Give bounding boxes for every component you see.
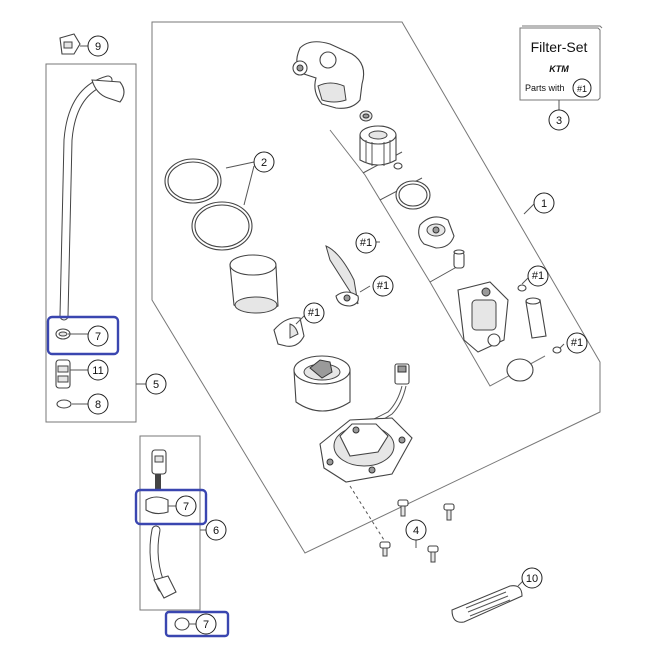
- bracket-ring: [273, 317, 305, 347]
- svg-text:5: 5: [153, 379, 159, 391]
- fuel-hose: [59, 75, 125, 321]
- pump-housing: [293, 355, 351, 412]
- pump-flange: [319, 417, 413, 483]
- hose-clamp-bottom: [174, 617, 190, 631]
- warning-sticker: [451, 585, 523, 623]
- hose-o-ring: [56, 399, 72, 409]
- screen-filter: [325, 245, 359, 305]
- svg-text:10: 10: [526, 573, 538, 585]
- o-ring-tiny-1: [517, 284, 527, 292]
- hose-clamp-lower: [145, 496, 169, 515]
- callout-ref-1-a: #1: [355, 232, 377, 254]
- callout-1: 1: [533, 192, 555, 214]
- svg-text:7: 7: [203, 619, 209, 631]
- callout-ref-1-b: #1: [372, 275, 394, 297]
- svg-text:#1: #1: [360, 237, 372, 249]
- tube-small: [525, 297, 547, 339]
- callout-10: 10: [521, 567, 543, 589]
- callout-ref-1-d: #1: [527, 265, 549, 287]
- callout-ref-1-e: #1: [566, 332, 588, 354]
- highlight-box-clamp-panel6: [134, 488, 208, 526]
- pressure-regulator: [418, 216, 455, 249]
- callout-ref-1-c: #1: [303, 302, 325, 324]
- ktm-logo: KTM: [549, 64, 569, 74]
- callout-6: 6: [205, 519, 227, 541]
- svg-text:3: 3: [556, 115, 562, 127]
- filter-set-title: Filter-Set: [531, 39, 588, 55]
- svg-text:4: 4: [413, 525, 419, 537]
- hose-clamp: [55, 328, 71, 340]
- svg-text:7: 7: [95, 331, 101, 343]
- callout-9: 9: [87, 35, 109, 57]
- o-ring-small: [393, 162, 403, 170]
- svg-text:11: 11: [92, 365, 103, 377]
- small-nut: [359, 110, 373, 122]
- svg-text:8: 8: [95, 399, 101, 411]
- svg-text:#1: #1: [571, 337, 583, 349]
- fuel-filter: [359, 125, 397, 166]
- callout-7-panel6: 7: [175, 495, 197, 517]
- o-ring-bottom: [506, 358, 534, 382]
- svg-text:9: 9: [95, 41, 101, 53]
- callout-8: 8: [87, 393, 109, 415]
- highlight-box-clamp-bottom: [164, 610, 230, 638]
- svg-text:#1: #1: [532, 270, 544, 282]
- parts-with-ref: #1: [577, 84, 587, 94]
- hose-panel-5: [45, 63, 137, 423]
- connector-plug: [371, 363, 410, 425]
- clip-small: [335, 291, 359, 307]
- svg-text:1: 1: [541, 198, 547, 210]
- highlight-box-clamp-panel5: [46, 315, 120, 356]
- callout-2: 2: [253, 151, 275, 173]
- pump-head: [292, 41, 365, 109]
- svg-text:7: 7: [183, 501, 189, 513]
- svg-text:6: 6: [213, 525, 219, 537]
- main-assembly-frame: [151, 21, 601, 554]
- callout-7-panel5: 7: [87, 325, 109, 347]
- pump-motor: [457, 281, 509, 353]
- callout-11: 11: [87, 359, 109, 381]
- o-ring-tiny-2: [552, 346, 562, 354]
- bolts: [379, 499, 455, 563]
- quick-connector: [55, 359, 71, 389]
- parts-with-label: Parts with: [525, 83, 565, 93]
- o-rings-pair: [164, 158, 253, 251]
- sub-assembly-frame: [329, 129, 546, 387]
- svg-text:#1: #1: [377, 280, 389, 292]
- callout-5: 5: [145, 373, 167, 395]
- svg-text:#1: #1: [308, 307, 320, 319]
- filter-set-box: Filter-Set KTM Parts with #1: [519, 25, 603, 101]
- callout-3: 3: [548, 109, 570, 131]
- hose-clip: [59, 33, 81, 55]
- strainer-tube: [229, 254, 279, 314]
- callout-4: 4: [405, 519, 427, 541]
- callout-7-bottom: 7: [195, 613, 217, 635]
- small-cylinder: [453, 249, 465, 269]
- svg-text:2: 2: [261, 157, 267, 169]
- fuel-hose-short: [149, 449, 177, 599]
